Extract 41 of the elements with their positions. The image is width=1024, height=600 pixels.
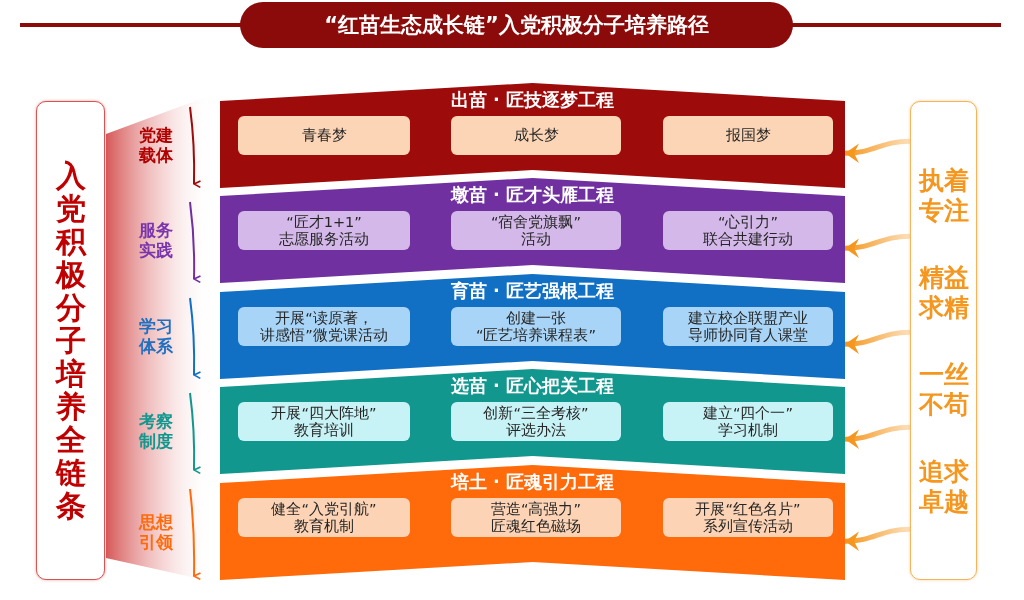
activity-card: 创建一张“匠艺培养课程表” bbox=[451, 307, 621, 346]
chevron-band bbox=[220, 465, 845, 580]
side-label: 考察制度 bbox=[139, 410, 173, 451]
spirit-phrase: 一丝不苟 bbox=[918, 360, 969, 420]
chevron-band bbox=[220, 369, 845, 474]
spirit-phrase: 追求卓越 bbox=[918, 457, 969, 517]
activity-card: “匠才1+1”志愿服务活动 bbox=[238, 211, 410, 250]
activity-card: 建立校企联盟产业导师协同育人课堂 bbox=[663, 307, 833, 346]
activity-card: 开展“读原著，讲感悟”微党课活动 bbox=[238, 307, 410, 346]
arrow bbox=[844, 526, 911, 551]
band-heading: 育苗 · 匠艺强根工程 bbox=[450, 280, 615, 302]
activity-card: 创新“三全考核”评选办法 bbox=[451, 402, 621, 441]
chevron-band bbox=[220, 178, 845, 283]
band-heading: 选苗 · 匠心把关工程 bbox=[450, 375, 615, 397]
arrow bbox=[844, 424, 911, 449]
activity-card: 开展“红色名片”系列宣传活动 bbox=[663, 498, 833, 537]
chain-panel bbox=[36, 101, 105, 580]
side-label: 思想引领 bbox=[139, 511, 173, 552]
activity-card: 成长梦 bbox=[451, 116, 621, 155]
side-label: 学习体系 bbox=[139, 315, 173, 356]
spirit-phrase: 精益求精 bbox=[918, 263, 969, 323]
activity-card: 报国梦 bbox=[663, 116, 833, 155]
activity-card: 青春梦 bbox=[238, 116, 410, 155]
activity-card: 开展“四大阵地”教育培训 bbox=[238, 402, 410, 441]
band-heading: 培土 · 匠魂引力工程 bbox=[450, 471, 615, 493]
arrow bbox=[844, 138, 911, 163]
band-heading: 出苗 · 匠技逐梦工程 bbox=[450, 89, 615, 111]
spirit-phrase: 执着专注 bbox=[918, 166, 969, 226]
activity-card: 建立“四个一”学习机制 bbox=[663, 402, 833, 441]
arrow bbox=[844, 233, 911, 258]
title: “红苗生态成长链”入党积极分子培养路径 bbox=[324, 12, 709, 38]
spirit-panel bbox=[910, 101, 977, 580]
vertical-title: 入党积极分子培养全链条 bbox=[55, 159, 86, 522]
activity-card: “宿舍党旗飘”活动 bbox=[451, 211, 621, 250]
arrow bbox=[844, 329, 911, 354]
side-label: 党建载体 bbox=[139, 124, 173, 165]
activity-card: 营造“高强力”匠魂红色磁场 bbox=[451, 498, 621, 537]
activity-card: 健全“入党引航”教育机制 bbox=[238, 498, 410, 537]
band-heading: 墩苗 · 匠才头雁工程 bbox=[450, 184, 615, 206]
side-label: 服务实践 bbox=[139, 219, 173, 260]
activity-card: “心引力”联合共建行动 bbox=[663, 211, 833, 250]
